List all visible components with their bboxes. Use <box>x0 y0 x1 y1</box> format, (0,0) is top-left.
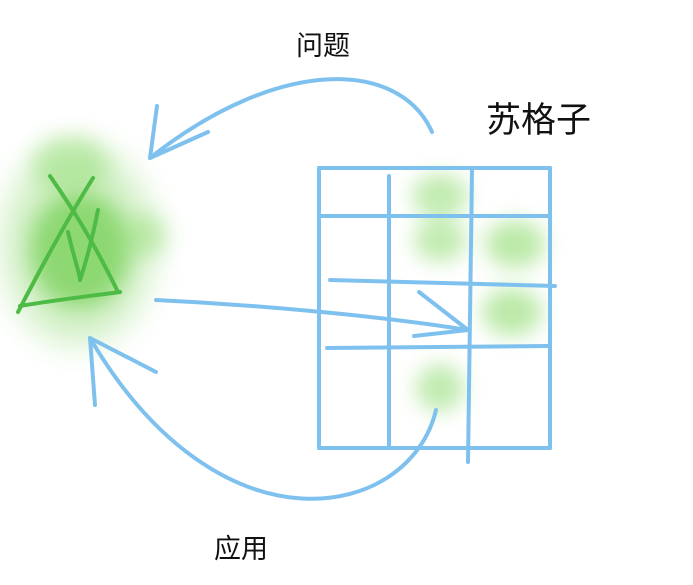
grid-shaded-cells <box>412 174 545 412</box>
green-blob-top <box>32 137 108 193</box>
question-arrow <box>148 77 434 160</box>
shaded-cell-r1c2 <box>412 174 468 218</box>
green-blob <box>2 137 167 345</box>
triangle-base <box>18 290 122 308</box>
shaded-cell-r4c2 <box>416 364 464 412</box>
application-label: 应用 <box>214 534 268 565</box>
triangle-inner-stroke <box>66 230 82 280</box>
arrows <box>88 77 470 501</box>
triangle-left-edge <box>48 174 120 294</box>
question-arrow-head <box>148 104 210 160</box>
middle-arrow <box>154 298 470 332</box>
shaded-cell-r2c3 <box>485 220 545 268</box>
triangle-right-edge <box>16 176 95 314</box>
green-blob-core <box>30 192 130 308</box>
green-blob-right <box>123 213 167 257</box>
shaded-cell-r2c2 <box>414 218 466 262</box>
question-label: 问题 <box>296 31 350 62</box>
application-arrow <box>88 336 438 501</box>
triangle-inner-stroke-2 <box>78 208 100 282</box>
grid-hline-2 <box>328 278 557 288</box>
application-arrow-head <box>88 336 158 407</box>
grid-hline-3 <box>325 344 552 350</box>
triangle-sketch <box>16 174 122 314</box>
middle-arrow-head <box>412 290 470 338</box>
socratic-grid-label: 苏格子 <box>486 101 592 141</box>
grid-vline-2 <box>466 168 474 464</box>
shaded-cell-r3c3 <box>482 288 542 336</box>
socratic-grid <box>317 166 557 464</box>
